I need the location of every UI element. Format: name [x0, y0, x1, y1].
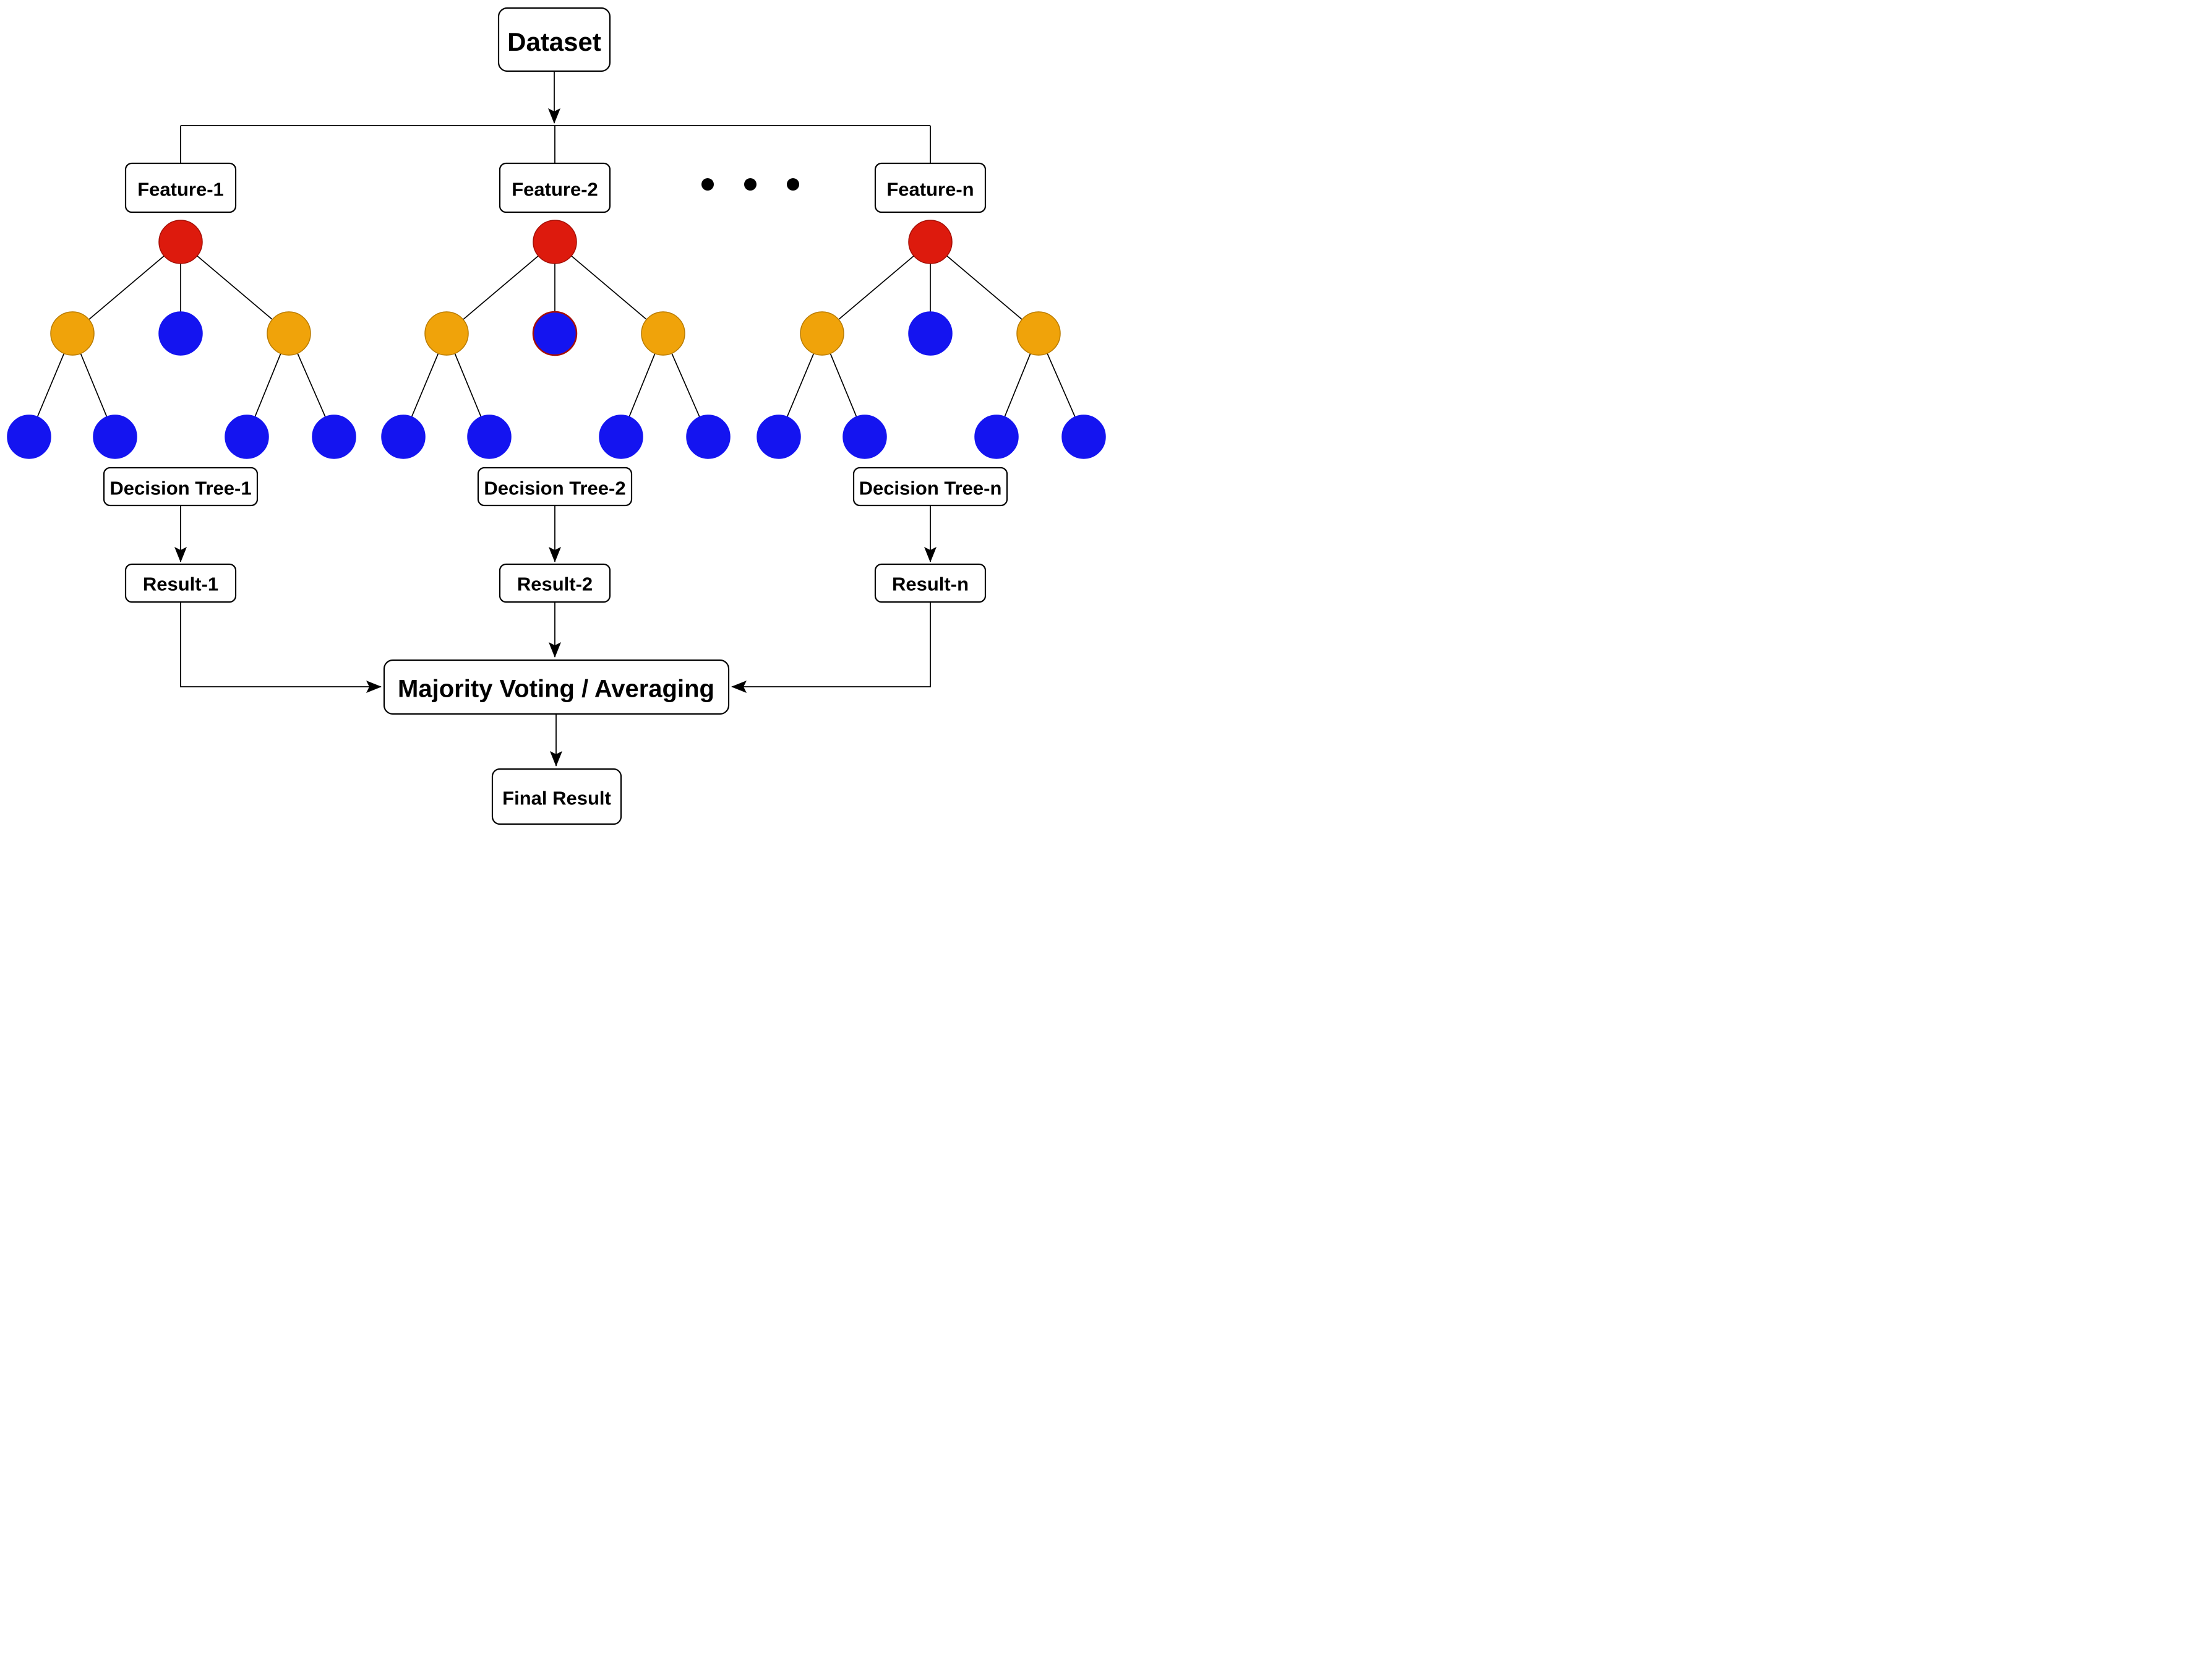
feature-2-label: Feature-2: [512, 179, 598, 200]
dataset-box: Dataset: [497, 7, 611, 72]
tree-2-root-node: [533, 220, 577, 264]
tree-1-internal-node-1: [50, 311, 95, 356]
tree-1-leaf-node-4: [312, 415, 356, 459]
tree-3-internal-node-1: [800, 311, 844, 356]
decision-tree-2-box: Decision Tree-2: [477, 466, 633, 507]
result1-to-voting-arrow: [180, 602, 382, 693]
feature-1-box: Feature-1: [124, 162, 237, 213]
random-forest-diagram: Dataset Feature-1 Feature-2 Feature-n De…: [0, 0, 1106, 828]
tree-branch-line: [180, 241, 289, 334]
tree-1-internal-node-3: [267, 311, 311, 356]
tree-branch-line: [554, 241, 664, 334]
dataset-label: Dataset: [507, 27, 601, 56]
tree-2-internal-node-2: [532, 311, 578, 356]
tree-1-leaf-node-3: [225, 415, 269, 459]
result-n-label: Result-n: [892, 574, 969, 595]
tree-3-leaf-node-2: [842, 415, 887, 459]
decision-tree-1-box: Decision Tree-1: [103, 466, 259, 507]
tree-2-internal-node-3: [641, 311, 685, 356]
majority-voting-label: Majority Voting / Averaging: [398, 676, 714, 703]
result-n-box: Result-n: [874, 563, 987, 603]
tree-1-leaf-node-2: [93, 415, 137, 459]
result-2-box: Result-2: [499, 563, 611, 603]
feature-n-label: Feature-n: [886, 179, 974, 200]
tree-2-leaf-node-2: [467, 415, 512, 459]
decision-tree-3-nodes: [757, 220, 1106, 459]
decision-tree-1-label: Decision Tree-1: [109, 478, 251, 499]
result-1-label: Result-1: [143, 574, 218, 595]
feature-n-box: Feature-n: [874, 162, 987, 213]
majority-voting-box: Majority Voting / Averaging: [383, 659, 730, 715]
tree-2-leaf-node-4: [686, 415, 731, 459]
tree-3-internal-node-3: [1016, 311, 1061, 356]
ellipsis-dot: [701, 178, 714, 191]
tree-1-internal-node-2: [158, 311, 203, 356]
decision-tree-2-label: Decision Tree-2: [484, 478, 625, 499]
ellipsis-dots: [701, 178, 799, 191]
tree-2-leaf-node-1: [381, 415, 426, 459]
tree-3-leaf-node-4: [1061, 415, 1106, 459]
decision-tree-1-nodes: [7, 220, 356, 459]
tree-3-internal-node-2: [908, 311, 953, 356]
decision-trees: [7, 220, 1106, 459]
ellipsis-dot: [787, 178, 799, 191]
final-result-box: Final Result: [491, 768, 622, 825]
result-2-label: Result-2: [517, 574, 593, 595]
tree-branch-line: [72, 241, 181, 334]
decision-tree-n-box: Decision Tree-n: [852, 466, 1008, 507]
decision-tree-n-label: Decision Tree-n: [859, 478, 1002, 499]
connectors: [174, 71, 937, 767]
tree-2-leaf-node-3: [599, 415, 643, 459]
tree-1-leaf-node-1: [7, 415, 51, 459]
tree-3-root-node: [908, 220, 953, 264]
result-1-box: Result-1: [124, 563, 237, 603]
tree-1-root-node: [158, 220, 203, 264]
tree-branch-line: [930, 241, 1039, 334]
resultn-to-voting-arrow: [731, 602, 931, 693]
tree-branch-line: [446, 241, 555, 334]
feature-2-box: Feature-2: [499, 162, 611, 213]
tree-branch-line: [821, 241, 931, 334]
tree-2-internal-node-1: [424, 311, 469, 356]
final-result-label: Final Result: [502, 788, 611, 809]
tree-3-leaf-node-3: [974, 415, 1019, 459]
feature-1-label: Feature-1: [137, 179, 224, 200]
tree-3-leaf-node-1: [757, 415, 801, 459]
decision-tree-2-nodes: [381, 220, 731, 459]
ellipsis-dot: [744, 178, 757, 191]
